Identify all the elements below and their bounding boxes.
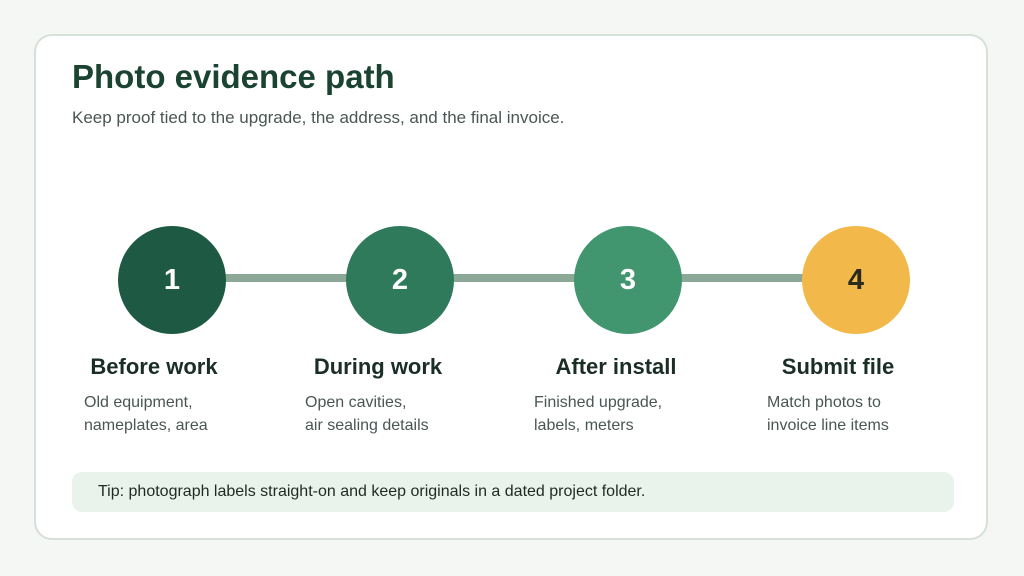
step-2-circle: 2 xyxy=(346,226,454,334)
step-1-title: Before work xyxy=(90,354,218,379)
step-4-number: 4 xyxy=(847,263,865,296)
connector-line-2-3 xyxy=(400,274,584,282)
step-4-circle: 4 xyxy=(802,226,910,334)
connector-line-3-4 xyxy=(628,274,812,282)
step-4-title: Submit file xyxy=(781,354,895,379)
step-1-description-line-2: nameplates, area xyxy=(84,417,208,434)
slide-card: Photo evidence path Keep proof tied to t… xyxy=(34,34,988,540)
step-2-description: Open cavities, air sealing details xyxy=(305,391,485,437)
step-3-title: After install xyxy=(555,354,677,379)
step-3-number: 3 xyxy=(619,263,637,296)
page-subtitle: Keep proof tied to the upgrade, the addr… xyxy=(72,108,565,127)
step-3-description-line-1: Finished upgrade, xyxy=(534,394,663,411)
step-2-description-line-1: Open cavities, xyxy=(305,394,407,411)
step-4-description-line-1: Match photos to xyxy=(767,394,881,411)
step-4-description: Match photos to invoice line items xyxy=(767,391,947,437)
step-4-description-line-2: invoice line items xyxy=(767,417,889,434)
tip-text: Tip: photograph labels straight-on and k… xyxy=(98,483,646,500)
step-1-description-line-1: Old equipment, xyxy=(84,394,193,411)
step-2-number: 2 xyxy=(391,263,409,296)
page-title: Photo evidence path xyxy=(72,58,395,95)
step-3-description: Finished upgrade, labels, meters xyxy=(534,391,714,437)
step-3-circle: 3 xyxy=(574,226,682,334)
step-1-number: 1 xyxy=(163,263,181,296)
step-2-description-line-2: air sealing details xyxy=(305,417,429,434)
step-1-description: Old equipment, nameplates, area xyxy=(84,391,264,437)
step-1-circle: 1 xyxy=(118,226,226,334)
step-2-title: During work xyxy=(313,354,443,379)
step-3-description-line-2: labels, meters xyxy=(534,417,634,434)
tip-banner: Tip: photograph labels straight-on and k… xyxy=(72,472,954,512)
connector-line-1-2 xyxy=(172,274,356,282)
